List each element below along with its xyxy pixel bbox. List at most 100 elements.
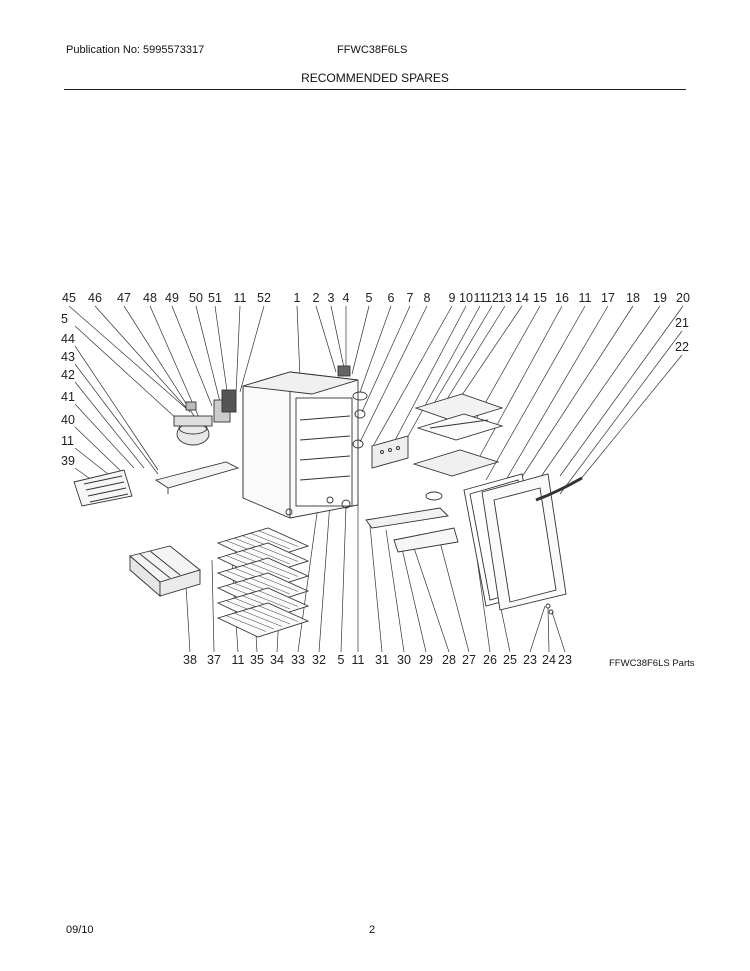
callout-left-5: 5 <box>61 312 68 326</box>
callout-top-14: 14 <box>515 291 529 305</box>
leader-top-7 <box>361 305 411 413</box>
shelf-wire <box>249 532 291 550</box>
callout-left-44: 44 <box>61 332 75 346</box>
callout-bottom-25: 25 <box>503 653 517 667</box>
leader-top-14 <box>459 305 523 399</box>
callout-bottom-11: 11 <box>352 653 365 667</box>
callout-top-50: 50 <box>189 291 203 305</box>
wire-shelf <box>216 602 310 638</box>
leader-top-10 <box>391 305 467 447</box>
callout-top-49: 49 <box>165 291 179 305</box>
leader-top-47 <box>123 305 195 417</box>
callout-top-4: 4 <box>343 291 350 305</box>
leader-lines <box>68 305 684 653</box>
callout-left-40: 40 <box>61 413 75 427</box>
callout-top-45: 45 <box>62 291 76 305</box>
bottle-rack <box>129 545 201 597</box>
callout-bottom-31: 31 <box>375 653 389 667</box>
callout-top-6: 6 <box>388 291 395 305</box>
leader-bottom-23 <box>551 611 566 653</box>
callout-top-19: 19 <box>653 291 667 305</box>
callout-top-11: 11 <box>579 291 592 305</box>
callout-left-42: 42 <box>61 368 75 382</box>
leader-bottom-27 <box>439 541 470 653</box>
shelf-wire <box>249 562 291 580</box>
callout-bottom-33: 33 <box>291 653 305 667</box>
leader-right-21 <box>559 330 683 495</box>
shelf-wire <box>257 560 299 577</box>
callout-bottom-37: 37 <box>207 653 221 667</box>
callout-bottom-35: 35 <box>250 653 264 667</box>
leader-left-41 <box>74 403 135 469</box>
leader-top-11 <box>235 305 241 395</box>
leader-top-9 <box>371 305 453 449</box>
callout-top-18: 18 <box>626 291 640 305</box>
diagram-caption: FFWC38F6LS Parts <box>609 658 695 669</box>
leader-top-11 <box>485 305 586 481</box>
shelf-wire <box>257 605 299 622</box>
callout-top-13: 13 <box>498 291 512 305</box>
callout-bottom-24: 24 <box>542 653 556 667</box>
section-title: RECOMMENDED SPARES <box>301 71 449 85</box>
header-rule <box>64 89 686 90</box>
callout-left-43: 43 <box>61 350 75 364</box>
callout-top-47: 47 <box>117 291 131 305</box>
wire-shelves <box>216 527 310 638</box>
callout-top-8: 8 <box>424 291 431 305</box>
control-panel <box>371 435 409 469</box>
callout-top-15: 15 <box>533 291 547 305</box>
leader-left-44 <box>74 345 159 471</box>
callout-right-21: 21 <box>675 316 689 330</box>
leader-top-16 <box>479 305 563 457</box>
leader-bottom-28 <box>413 547 450 653</box>
rear-cover <box>73 469 133 507</box>
leader-top-13 <box>443 305 506 405</box>
callout-bottom-11: 11 <box>232 653 245 667</box>
leader-left-43 <box>74 363 159 475</box>
callout-left-41: 41 <box>61 390 75 404</box>
lower-bracket <box>365 507 459 553</box>
callout-top-9: 9 <box>449 291 456 305</box>
door <box>481 473 567 615</box>
leader-bottom-24 <box>547 607 550 653</box>
leader-bottom-33 <box>297 505 319 653</box>
leader-bottom-32 <box>318 501 331 653</box>
leader-bottom-31 <box>369 525 383 653</box>
leader-bottom-30 <box>385 529 405 653</box>
footer-page-number: 2 <box>369 924 376 936</box>
leader-top-8 <box>359 305 428 443</box>
callout-bottom-27: 27 <box>462 653 476 667</box>
leader-bottom-38 <box>185 585 191 653</box>
callout-top-10: 10 <box>459 291 473 305</box>
publication-number: Publication No: 5995573317 <box>66 44 205 56</box>
leader-bottom-23 <box>529 605 546 653</box>
leader-left-5 <box>74 325 179 421</box>
shelf-wire <box>249 592 291 610</box>
leader-top-1 <box>296 305 301 379</box>
leader-bottom-5 <box>340 505 347 653</box>
shelf-wire <box>257 590 299 607</box>
callout-top-1: 1 <box>294 291 301 305</box>
callout-top-20: 20 <box>676 291 690 305</box>
callout-bottom-26: 26 <box>483 653 497 667</box>
leader-top-50 <box>195 305 221 403</box>
callout-top-7: 7 <box>407 291 414 305</box>
leader-right-22 <box>579 354 683 481</box>
callout-bottom-23: 23 <box>558 653 572 667</box>
parts-artwork <box>73 365 583 638</box>
door-handle <box>535 476 583 502</box>
callout-top-51: 51 <box>208 291 222 305</box>
compressor <box>173 389 237 446</box>
leader-top-6 <box>359 305 392 393</box>
model-number: FFWC38F6LS <box>337 44 408 56</box>
callout-bottom-28: 28 <box>442 653 456 667</box>
leader-top-12 <box>429 305 493 411</box>
shelf-wire <box>225 615 267 632</box>
shelf-wire <box>241 610 283 627</box>
callout-top-11: 11 <box>234 291 247 305</box>
leader-top-49 <box>171 305 213 407</box>
footer-date: 09/10 <box>66 924 94 936</box>
hinge-parts <box>326 391 368 509</box>
leader-bottom-29 <box>399 539 427 653</box>
